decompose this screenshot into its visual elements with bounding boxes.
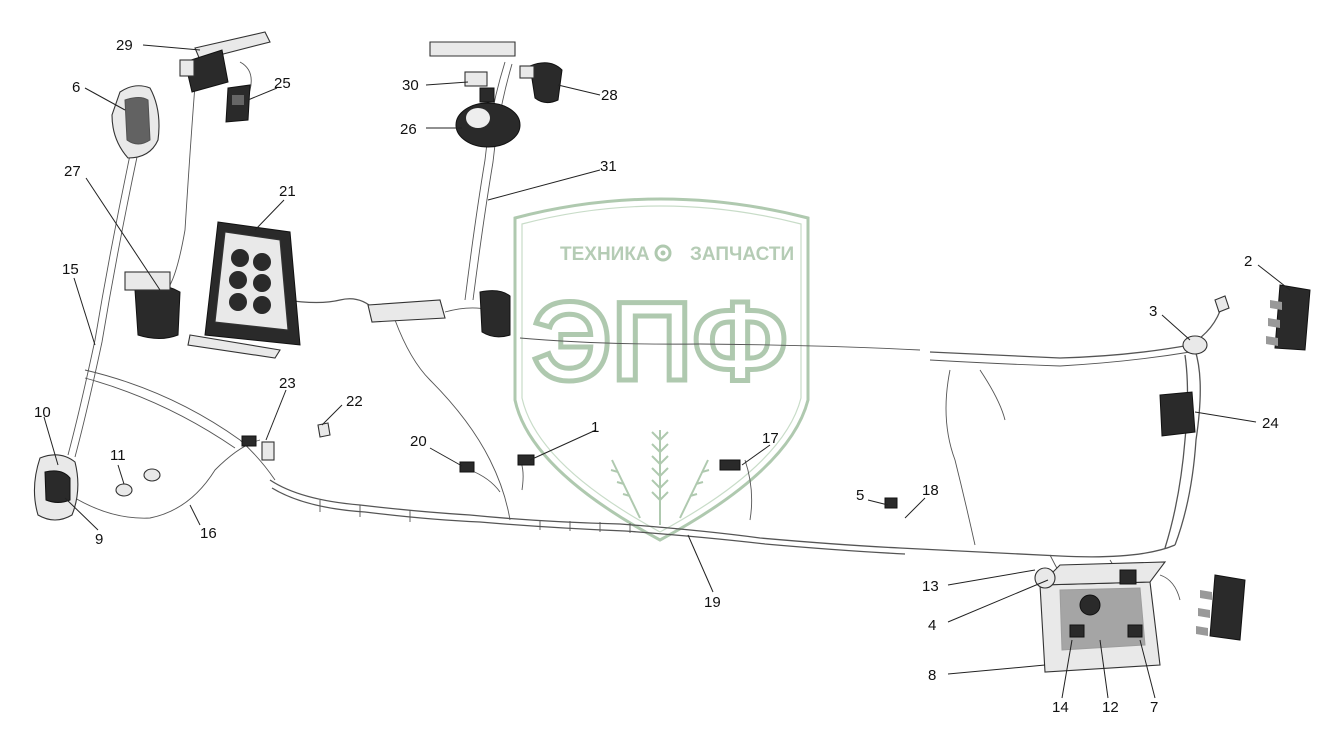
wire-15 [67,154,131,456]
part-8-battery [1034,561,1167,673]
callout-25: 25 [274,75,291,92]
callout-15: 15 [62,261,79,278]
part-2-connector [1266,284,1311,351]
part-harness-bracket [367,290,511,338]
part-28-lamp [519,62,563,104]
part-21-headlamp [187,221,301,359]
part-1-connector [517,454,535,466]
callout-27: 27 [64,163,81,180]
callout-11: 11 [110,447,126,464]
callout-17: 17 [762,430,779,447]
callout-24: 24 [1262,415,1279,432]
callout-30: 30 [402,77,419,94]
part-10-lamp [33,454,79,521]
callout-4: 4 [928,617,936,634]
part-17-sensor [719,459,741,471]
part-24-relay [1159,391,1196,437]
callout-10: 10 [34,404,51,421]
callout-26: 26 [400,121,417,138]
part-30-mount [464,71,495,103]
gear-icon [654,244,672,262]
part-6-lamp [111,85,160,159]
callout-14: 14 [1052,699,1069,716]
callout-12: 12 [1102,699,1119,716]
callout-20: 20 [410,433,427,450]
callout-21: 21 [279,183,296,200]
part-connector-lower-right [1196,574,1246,641]
callout-6: 6 [72,79,80,96]
wire-16 [69,439,261,519]
part-31-bracket [429,41,516,57]
callout-28: 28 [601,87,618,104]
callout-29: 29 [116,37,133,54]
callout-22: 22 [346,393,363,410]
callout-5: 5 [856,487,864,504]
callout-3: 3 [1149,303,1157,320]
part-20-connector [459,461,475,473]
part-3-grommet [1182,295,1230,355]
callout-1: 1 [591,419,599,436]
part-29-bracket [179,31,271,93]
callout-7: 7 [1150,699,1158,716]
part-23-clip [241,435,275,461]
callout-18: 18 [922,482,939,499]
callout-9: 9 [95,531,103,548]
part-11-grommets [115,468,161,497]
watermark: ТЕХНИКА ЗАПЧАСТИ ЭПФ [513,197,810,542]
callout-13: 13 [922,578,939,595]
watermark-shield [513,197,810,542]
part-25-switch [225,84,251,123]
callout-2: 2 [1244,253,1252,270]
callout-19: 19 [704,594,721,611]
part-5-sensor [884,497,898,509]
watermark-text-left: ТЕХНИКА [560,244,650,265]
leader-lines [43,44,1291,699]
callout-8: 8 [928,667,936,684]
wire-31 [464,61,506,301]
callout-numbers: 1 2 3 4 5 6 7 8 9 10 11 12 13 14 15 16 1… [34,37,1279,716]
part-27-connector [124,271,181,339]
part-26-mirror [455,102,521,148]
watermark-logo: ЭПФ [532,279,788,404]
main-harness [269,479,1176,558]
watermark-wheat-icon [610,430,710,525]
callout-16: 16 [200,525,217,542]
callout-31: 31 [600,158,617,175]
wires [67,61,1223,601]
callout-23: 23 [279,375,296,392]
watermark-text-right: ЗАПЧАСТИ [690,244,794,265]
part-22-clip [317,422,331,438]
